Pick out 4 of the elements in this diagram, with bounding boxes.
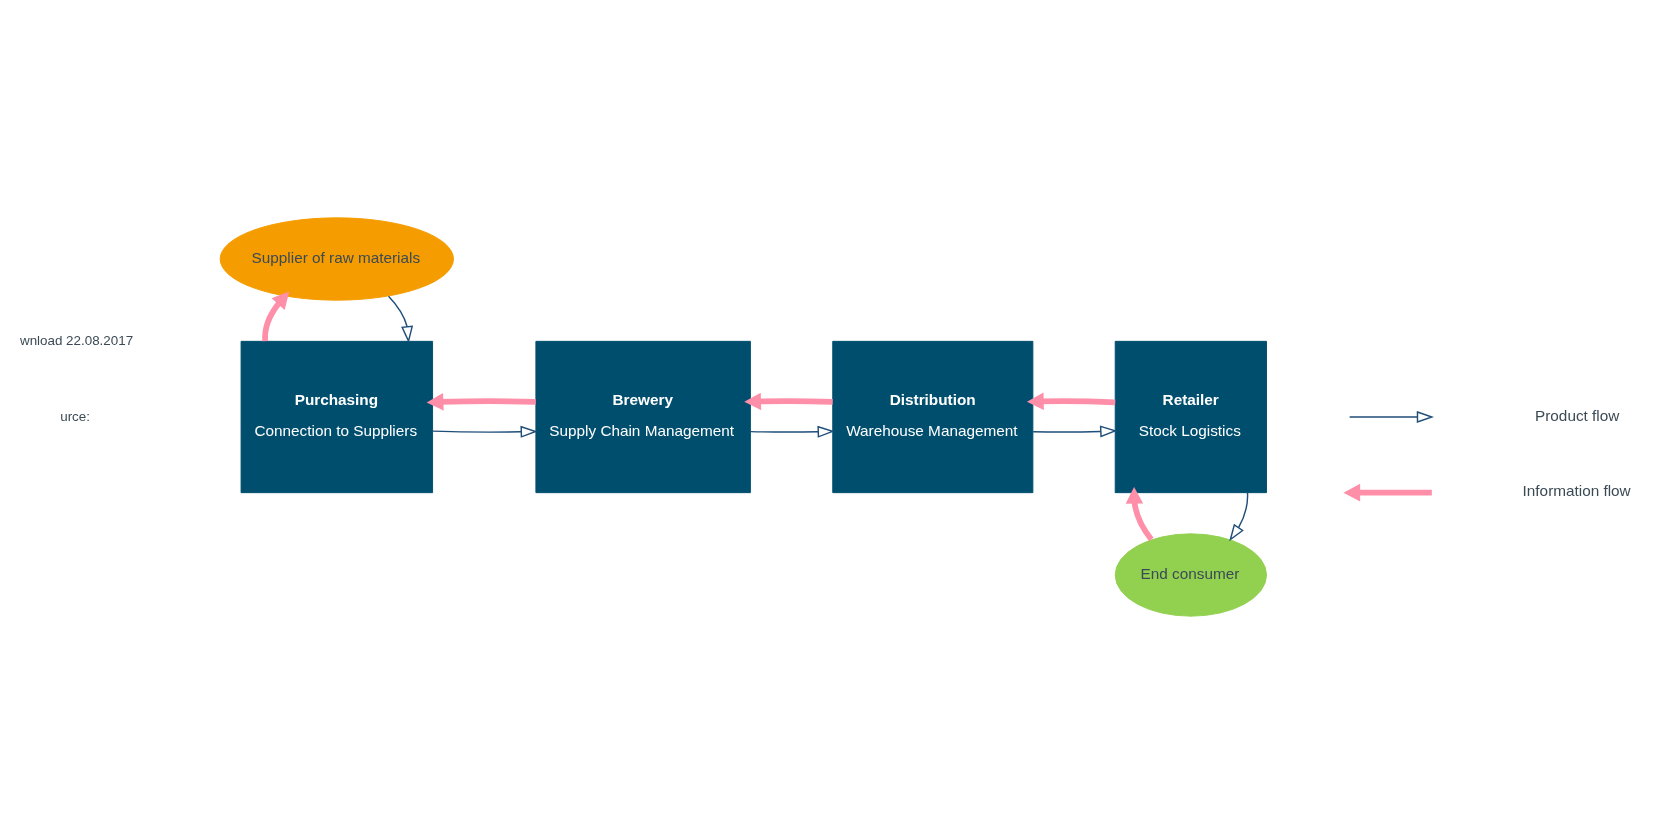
legend-label: Information flow — [1522, 482, 1631, 500]
label: wnload 22.08.2017 — [19, 332, 134, 348]
label: urce: — [60, 408, 90, 424]
legend-label: Product flow — [1535, 406, 1620, 424]
